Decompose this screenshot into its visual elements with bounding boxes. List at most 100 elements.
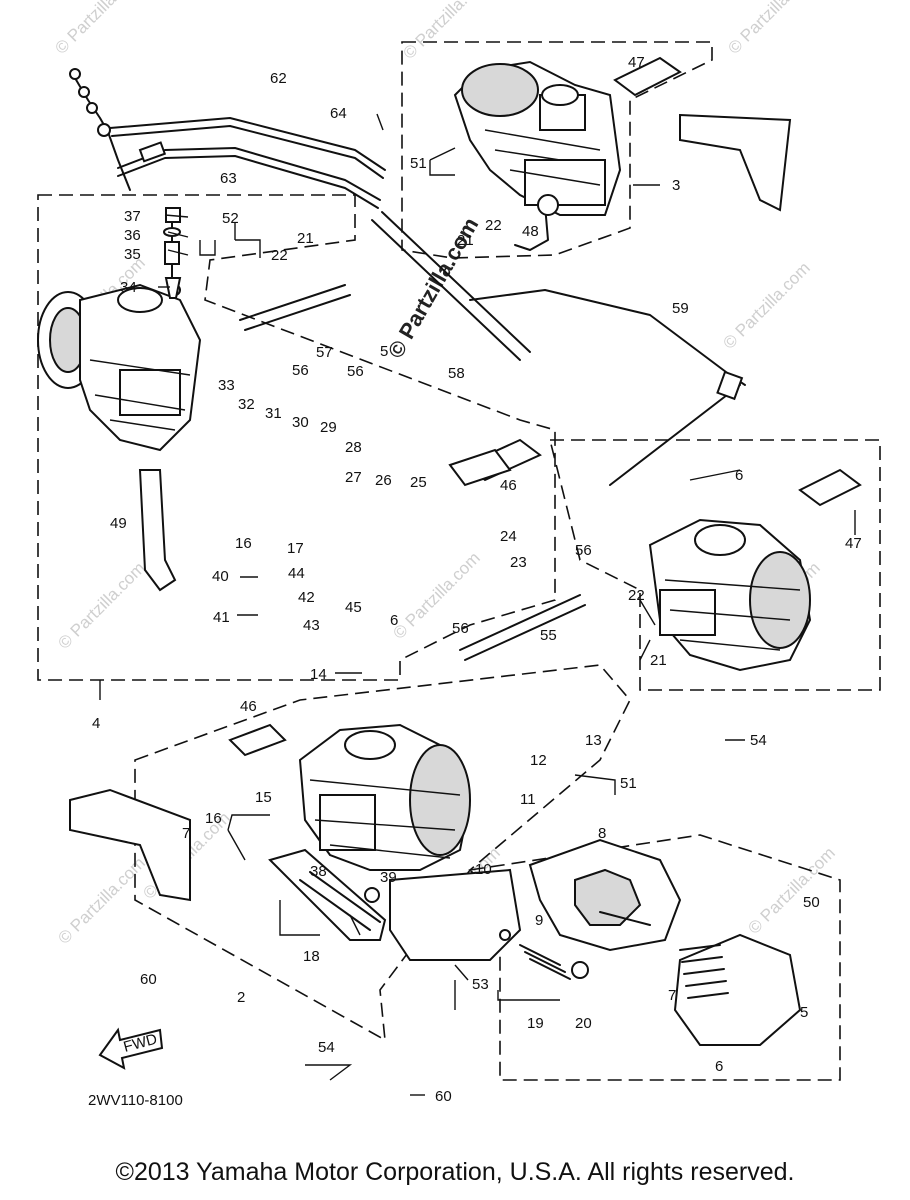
diaphragm-cover-assembly [528, 838, 802, 1046]
callout-18: 18 [303, 948, 320, 965]
callout-46-mid: 46 [500, 477, 517, 494]
callout-labels: 62 63 64 47 51 3 21 22 48 37 36 35 34 52… [88, 54, 862, 1109]
watermark: © Partzilla.com [719, 258, 813, 352]
callout-5: 5 [380, 343, 388, 360]
float-bowl-assembly [268, 848, 589, 980]
callout-30: 30 [292, 414, 309, 431]
callout-47-top: 47 [628, 54, 645, 71]
callout-62: 62 [270, 70, 287, 87]
callout-24: 24 [500, 528, 517, 545]
watermark: © Partzilla.com [744, 843, 838, 937]
callout-42: 42 [298, 589, 315, 606]
callout-57: 57 [316, 344, 333, 361]
callout-16-mid: 16 [235, 535, 252, 552]
callout-35: 35 [124, 246, 141, 263]
callout-15: 15 [255, 789, 272, 806]
leader-lines [99, 113, 856, 1096]
carburetor-exploded-diagram: © Partzilla.com © Partzilla.com © Partzi… [37, 0, 881, 1109]
callout-17: 17 [287, 540, 304, 557]
callout-5-bottom: 5 [800, 1004, 808, 1021]
throttle-links [69, 56, 862, 902]
callout-60-bottom: 60 [435, 1088, 452, 1105]
watermark: © Partzilla.com [399, 0, 493, 63]
callout-7-left: 7 [182, 825, 190, 842]
callout-64: 64 [330, 105, 347, 122]
callout-7-right: 7 [668, 987, 676, 1004]
callout-60-left: 60 [140, 971, 157, 988]
callout-56-c: 56 [575, 542, 592, 559]
choke-cable-assembly [69, 68, 386, 209]
callout-41: 41 [213, 609, 230, 626]
carburetor-4 [37, 207, 202, 452]
callout-10: 10 [475, 861, 492, 878]
callout-49: 49 [110, 515, 127, 532]
watermark: © Partzilla.com [389, 548, 483, 642]
callout-27: 27 [345, 469, 362, 486]
copyright-notice: ©2013 Yamaha Motor Corporation, U.S.A. A… [115, 1158, 795, 1186]
callout-9: 9 [535, 912, 543, 929]
callout-37: 37 [124, 208, 141, 225]
callout-20: 20 [575, 1015, 592, 1032]
callout-46-bottom: 46 [240, 698, 257, 715]
callout-59: 59 [672, 300, 689, 317]
callout-2: 2 [237, 989, 245, 1006]
callout-3: 3 [672, 177, 680, 194]
callout-39: 39 [380, 869, 397, 886]
callout-33: 33 [218, 377, 235, 394]
callout-12: 12 [530, 752, 547, 769]
watermark: © Partzilla.com [51, 0, 145, 58]
callout-26: 26 [375, 472, 392, 489]
carburetor-bottom [298, 723, 472, 871]
callout-54-right: 54 [750, 732, 767, 749]
callout-58: 58 [448, 365, 465, 382]
callout-23: 23 [510, 554, 527, 571]
watermark: © Partzilla.com [724, 0, 818, 58]
callout-43: 43 [303, 617, 320, 634]
callout-11: 11 [520, 791, 536, 808]
callout-16-bottom: 16 [205, 810, 222, 827]
callout-8: 8 [598, 825, 606, 842]
callout-29: 29 [320, 419, 337, 436]
callout-31: 31 [265, 405, 282, 422]
callout-21-left: 21 [297, 230, 314, 247]
callout-55: 55 [540, 627, 557, 644]
diagram-code: 2WV110-8100 [88, 1092, 183, 1109]
callout-54-bottom: 54 [318, 1039, 335, 1056]
callout-48: 48 [522, 223, 539, 240]
callout-45: 45 [345, 599, 362, 616]
callout-14: 14 [310, 666, 327, 683]
watermark: © Partzilla.com [54, 558, 148, 652]
callout-52: 52 [222, 210, 239, 227]
callout-4: 4 [92, 715, 100, 732]
callout-40: 40 [212, 568, 229, 585]
carburetor-3 [453, 60, 622, 251]
callout-6-right: 6 [735, 467, 743, 484]
callout-22-left: 22 [271, 247, 288, 264]
callout-47-right: 47 [845, 535, 862, 552]
callout-38: 38 [310, 863, 327, 880]
callout-53: 53 [472, 976, 489, 993]
callout-28: 28 [345, 439, 362, 456]
callout-51-bottom: 51 [620, 775, 637, 792]
callout-21-right: 21 [650, 652, 667, 669]
callout-13: 13 [585, 732, 602, 749]
callout-44: 44 [288, 565, 305, 582]
callout-22-right: 22 [628, 587, 645, 604]
callout-56-a: 56 [292, 362, 309, 379]
callout-22-top: 22 [485, 217, 502, 234]
callout-19: 19 [527, 1015, 544, 1032]
fwd-arrow: FWD [98, 1027, 164, 1070]
carburetor-right [648, 518, 812, 672]
callout-6-mid: 6 [390, 612, 398, 629]
callout-25: 25 [410, 474, 427, 491]
callout-34: 34 [120, 279, 137, 296]
callout-63: 63 [220, 170, 237, 187]
callout-50: 50 [803, 894, 820, 911]
callout-21-top: 21 [457, 232, 474, 249]
callout-51-top: 51 [410, 155, 427, 172]
callout-32: 32 [238, 396, 255, 413]
callout-6-bottom: 6 [715, 1058, 723, 1075]
callout-56-b: 56 [347, 363, 364, 380]
callout-56-d: 56 [452, 620, 469, 637]
callout-36: 36 [124, 227, 141, 244]
